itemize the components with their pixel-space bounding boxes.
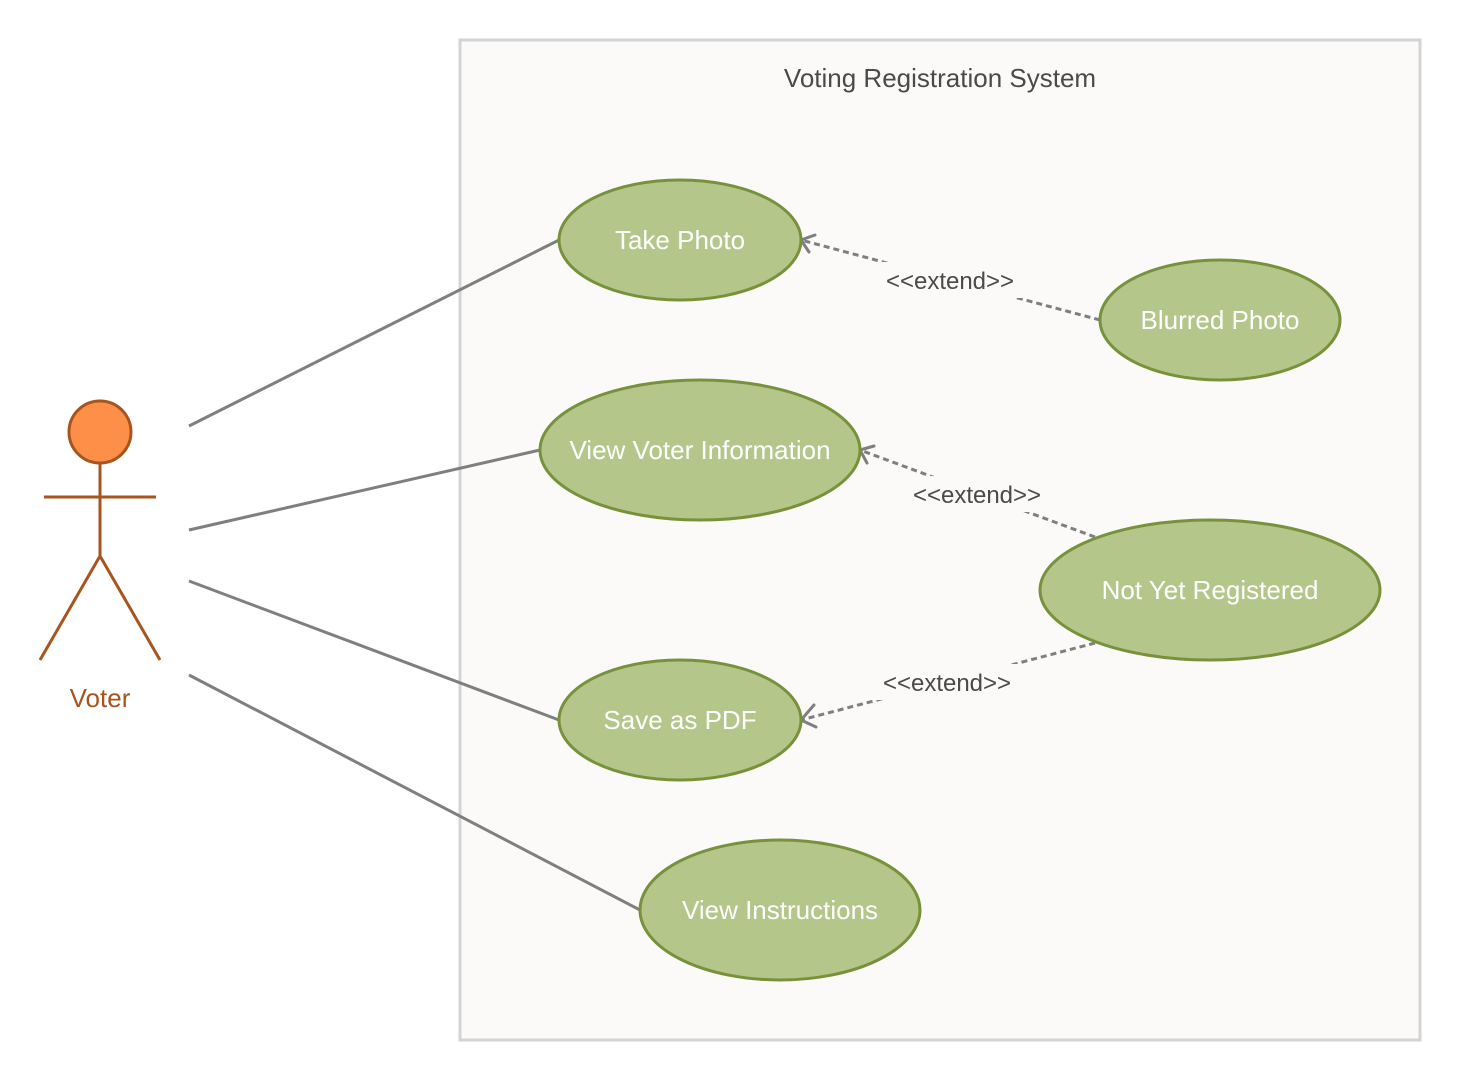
use-case-label: Blurred Photo (1141, 305, 1300, 335)
use-case-label: View Instructions (682, 895, 878, 925)
association-save-as-pdf (188, 579, 560, 722)
actor-label: Voter (70, 683, 131, 713)
use-case-ellipse[interactable] (557, 178, 803, 302)
association-take-photo (188, 238, 560, 428)
actor-left-leg (38, 555, 102, 661)
extend-label: <<extend>> (883, 670, 1011, 697)
association-view-instructions (188, 673, 641, 912)
extend-not-registered-to-view-voter-information: <<extend>> (858, 444, 1096, 539)
extend-label: <<extend>> (886, 268, 1014, 295)
system-title: Voting Registration System (784, 63, 1096, 93)
association-lines (188, 238, 641, 912)
extend-not-registered-to-save-as-pdf: <<extend>> (799, 641, 1096, 729)
use-case-blurred-photo[interactable]: Blurred Photo (1098, 258, 1342, 382)
use-case-ellipse[interactable] (557, 658, 803, 782)
use-case-view-voter-information[interactable]: View Voter Information (538, 378, 862, 522)
use-case-not-yet-registered[interactable]: Not Yet Registered (1038, 518, 1382, 662)
use-case-ellipse[interactable] (538, 378, 862, 522)
actor-head[interactable] (67, 399, 133, 465)
actor-right-leg (98, 555, 162, 661)
use-case-ellipse[interactable] (1038, 518, 1382, 662)
extend-label-mask (873, 262, 1025, 298)
actor-voter[interactable]: Voter (38, 399, 162, 713)
use-case-label: View Voter Information (569, 435, 830, 465)
use-case-ellipse[interactable] (638, 838, 922, 982)
use-case-label: Save as PDF (603, 705, 756, 735)
use-case-take-photo[interactable]: Take Photo (557, 178, 803, 302)
extend-label: <<extend>> (913, 482, 1041, 509)
extend-blurred-photo-to-take-photo: <<extend>> (799, 233, 1101, 322)
use-case-save-as-pdf[interactable]: Save as PDF (557, 658, 803, 782)
extend-label-mask (900, 476, 1055, 512)
use-case-label: Not Yet Registered (1102, 575, 1319, 605)
use-case-label: Take Photo (615, 225, 745, 255)
extend-label-mask (870, 664, 1025, 700)
use-case-view-instructions[interactable]: View Instructions (638, 838, 922, 982)
use-case-ellipse[interactable] (1098, 258, 1342, 382)
association-view-voter-information (188, 448, 541, 532)
